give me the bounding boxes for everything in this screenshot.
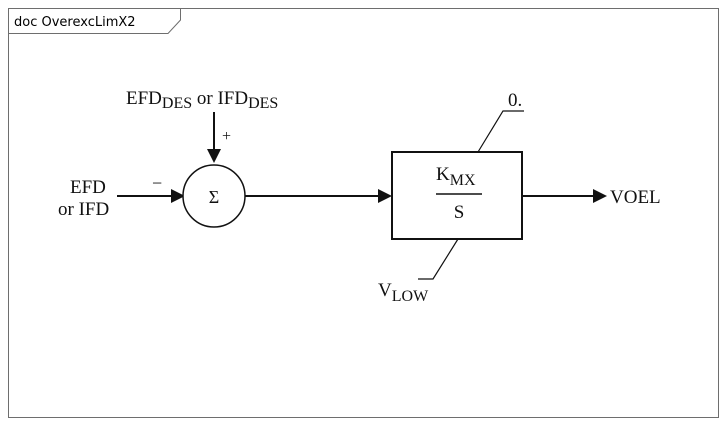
- integrator-gain-main: K: [436, 164, 450, 185]
- block-input-arrowhead: [378, 189, 392, 203]
- lower-limit-main: V: [378, 280, 392, 301]
- feedback-input-arrowhead: [171, 189, 185, 203]
- upper-limit-leader: [477, 110, 524, 153]
- feedback-sign: −: [152, 173, 162, 193]
- feedback-input-line1: EFD: [70, 177, 106, 198]
- ref-input-arrowhead: [207, 149, 221, 163]
- ref-input-joiner: or: [192, 88, 217, 109]
- lower-limit-leader: [418, 238, 459, 280]
- output-arrowhead: [593, 189, 607, 203]
- ref-input-sub: DES: [162, 95, 192, 112]
- ref-input-label: EFDDES or IFDDES: [126, 88, 278, 112]
- feedback-input-line2: or IFD: [58, 199, 109, 220]
- frame-border: [8, 8, 719, 418]
- ref-input-main2: IFD: [217, 88, 248, 109]
- upper-limit-label: 0.: [508, 90, 522, 111]
- lower-limit-sub: LOW: [392, 288, 429, 305]
- summing-symbol: Σ: [209, 187, 219, 207]
- integrator-gain-sub: MX: [450, 172, 476, 189]
- lower-limit-label: VLOW: [378, 280, 429, 305]
- frame-title: doc OverexcLimX2: [14, 15, 136, 30]
- integrator-block: [391, 151, 523, 240]
- ref-sign: +: [222, 128, 231, 145]
- integrator-gain: KMX: [436, 164, 476, 189]
- frame-title-tab: [8, 8, 181, 34]
- output-label: VOEL: [610, 187, 661, 208]
- ref-input-main: EFD: [126, 88, 162, 109]
- integrator-denominator: S: [454, 202, 465, 223]
- ref-input-sub2: DES: [248, 95, 278, 112]
